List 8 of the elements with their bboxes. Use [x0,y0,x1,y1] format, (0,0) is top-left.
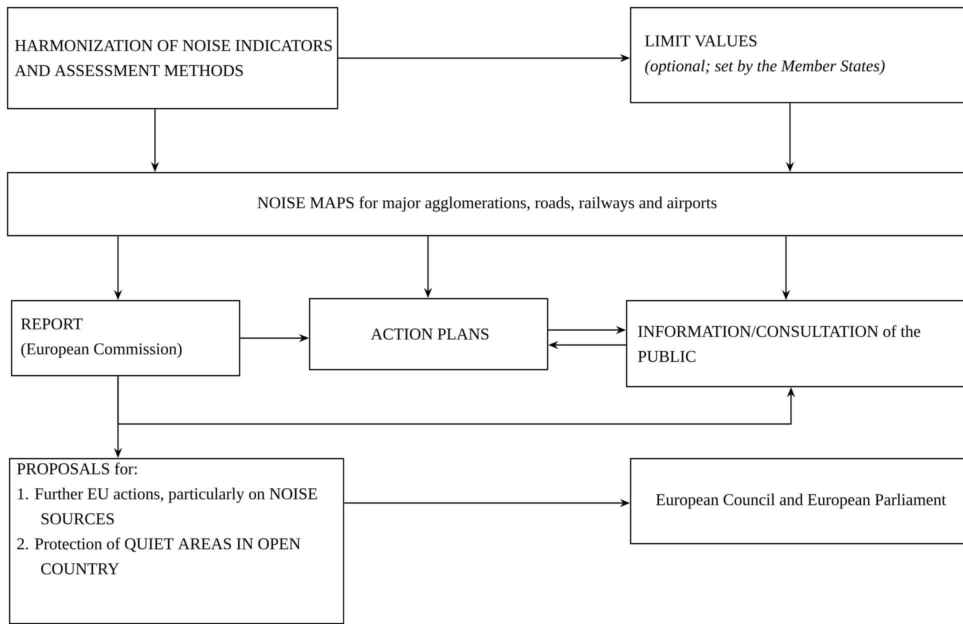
process-box: PROPOSALS for: 1. Further EU actions, particularly on NOISE SOURCES 2. Protection of QUIET AREAS IN OPEN COUNTRY [9,458,344,624]
process-box: NOISE MAPS for major agglomerations, roads, railways and airports [7,172,963,236]
process-box: REPORT (European Commission) [11,300,240,376]
process-box: INFORMATION/CONSULTATION of the PUBLIC [626,300,963,388]
process-box: ACTION PLANS [309,298,548,370]
process-box: European Council and European Parliament [630,458,963,544]
process-box: LIMIT VALUES (optional; set by the Member States) [630,7,963,104]
process-box: HARMONIZATION OF NOISE INDICATORS AND ASSESSMENT METHODS [7,7,338,110]
